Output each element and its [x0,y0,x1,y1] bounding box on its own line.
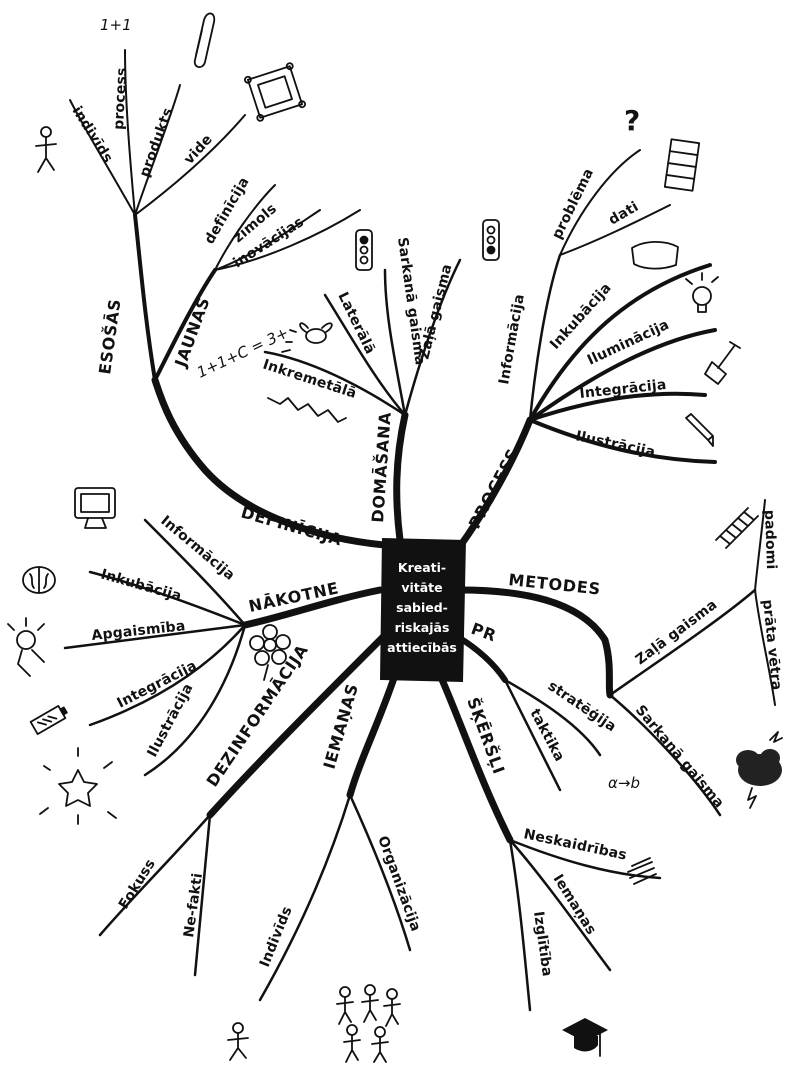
leaf-dezinformacija-fokuss: Fokuss [116,856,159,912]
centre-line-3: sabied- [396,600,448,615]
storm-cloud-icon [736,732,782,808]
leaf-line-izglitiba [510,840,530,1010]
shovel-icon [705,342,740,384]
leaf-iemanas-individs: Indivīds [257,904,296,969]
leaf-process-inkubacija: Inkubācija [547,280,615,353]
zigzag-icon [268,398,346,422]
paperclip-icon [195,13,215,67]
centre-line-5: attiecībās [387,640,457,655]
traffic-light-icon [483,220,499,260]
centre-line-2: vitāte [401,580,442,595]
light-bulb-icon [8,618,44,676]
stick-figures-group-icon [337,985,400,1062]
branch-label-pr: PR [469,619,500,646]
leaf-metodes-sarkana: Sarkanā gaisma [632,702,727,811]
branch-metodes-line [460,590,610,695]
graduation-cap-icon [562,1018,608,1056]
stick-figure-icon [228,1023,248,1060]
centre-node: Kreati- vitāte sabied- riskajās attiecīb… [380,538,466,682]
battery-icon [31,704,69,734]
leaf-process-ilustracija: Ilustrācija [574,428,656,460]
branch-domasana-line [397,415,405,540]
leaf-esosas-individs: indivīds [69,104,116,166]
question-mark-icon: ? [624,104,640,137]
leaf-nakotne-apgaismiba: Apgaismība [91,618,186,644]
leaf-skersli-neskaidribas: Neskaidrības [522,826,628,863]
traffic-light-icon [356,230,372,270]
centre-line-1: Kreati- [398,560,446,575]
branch-label-esosas: ESOŠĀS [94,297,124,375]
branch-esosas-line [135,215,155,380]
leaf-metodes-prata-vetra: prāta vētra [759,599,784,691]
pencil-icon [686,414,713,446]
leaf-esosas-process: process [111,67,130,130]
leaf-nakotne-inkubacija: Inkubācija [99,566,183,604]
leaf-domasana-zala: Zaļā gaisma [416,262,455,361]
annotation-one-plus-one: 1+1 [100,16,132,34]
filing-cabinet-icon [665,139,699,190]
branch-label-definicija: DEFINĪCIJA [239,502,345,550]
leaf-esosas-produkts: produkts [137,106,177,180]
leaf-skersli-iemanas: Iemaņas [550,872,600,938]
pillow-icon [632,242,678,269]
branch-label-domasana: DOMĀŠANA [367,411,395,523]
centre-line-4: riskajās [395,620,450,635]
leaf-process-informacija: Informācija [496,293,528,386]
scribble-icon [628,858,656,884]
light-bulb-icon [686,273,718,312]
picture-frame-icon [244,62,306,121]
leaf-line-zala-m [610,590,755,695]
leaf-process-dati: dati [606,199,642,229]
leaf-line-individs-i [260,795,350,1000]
brain-icon [23,567,55,593]
stick-figure-icon [36,127,56,172]
monitor-icon [75,488,115,528]
branch-label-process: PROCESS [465,445,523,532]
annotation-alpha-to-b: α→b [608,774,640,792]
star-icon [40,748,116,824]
leaf-metodes-zala: Zaļā gaisma [633,597,721,668]
leaf-skersli-izglitiba: Izglītība [530,910,555,977]
leaf-metodes-padomi: padomi [761,510,779,570]
ladder-icon [716,508,758,548]
branch-label-skersli: ŠĶĒRŠĻI [463,695,509,777]
